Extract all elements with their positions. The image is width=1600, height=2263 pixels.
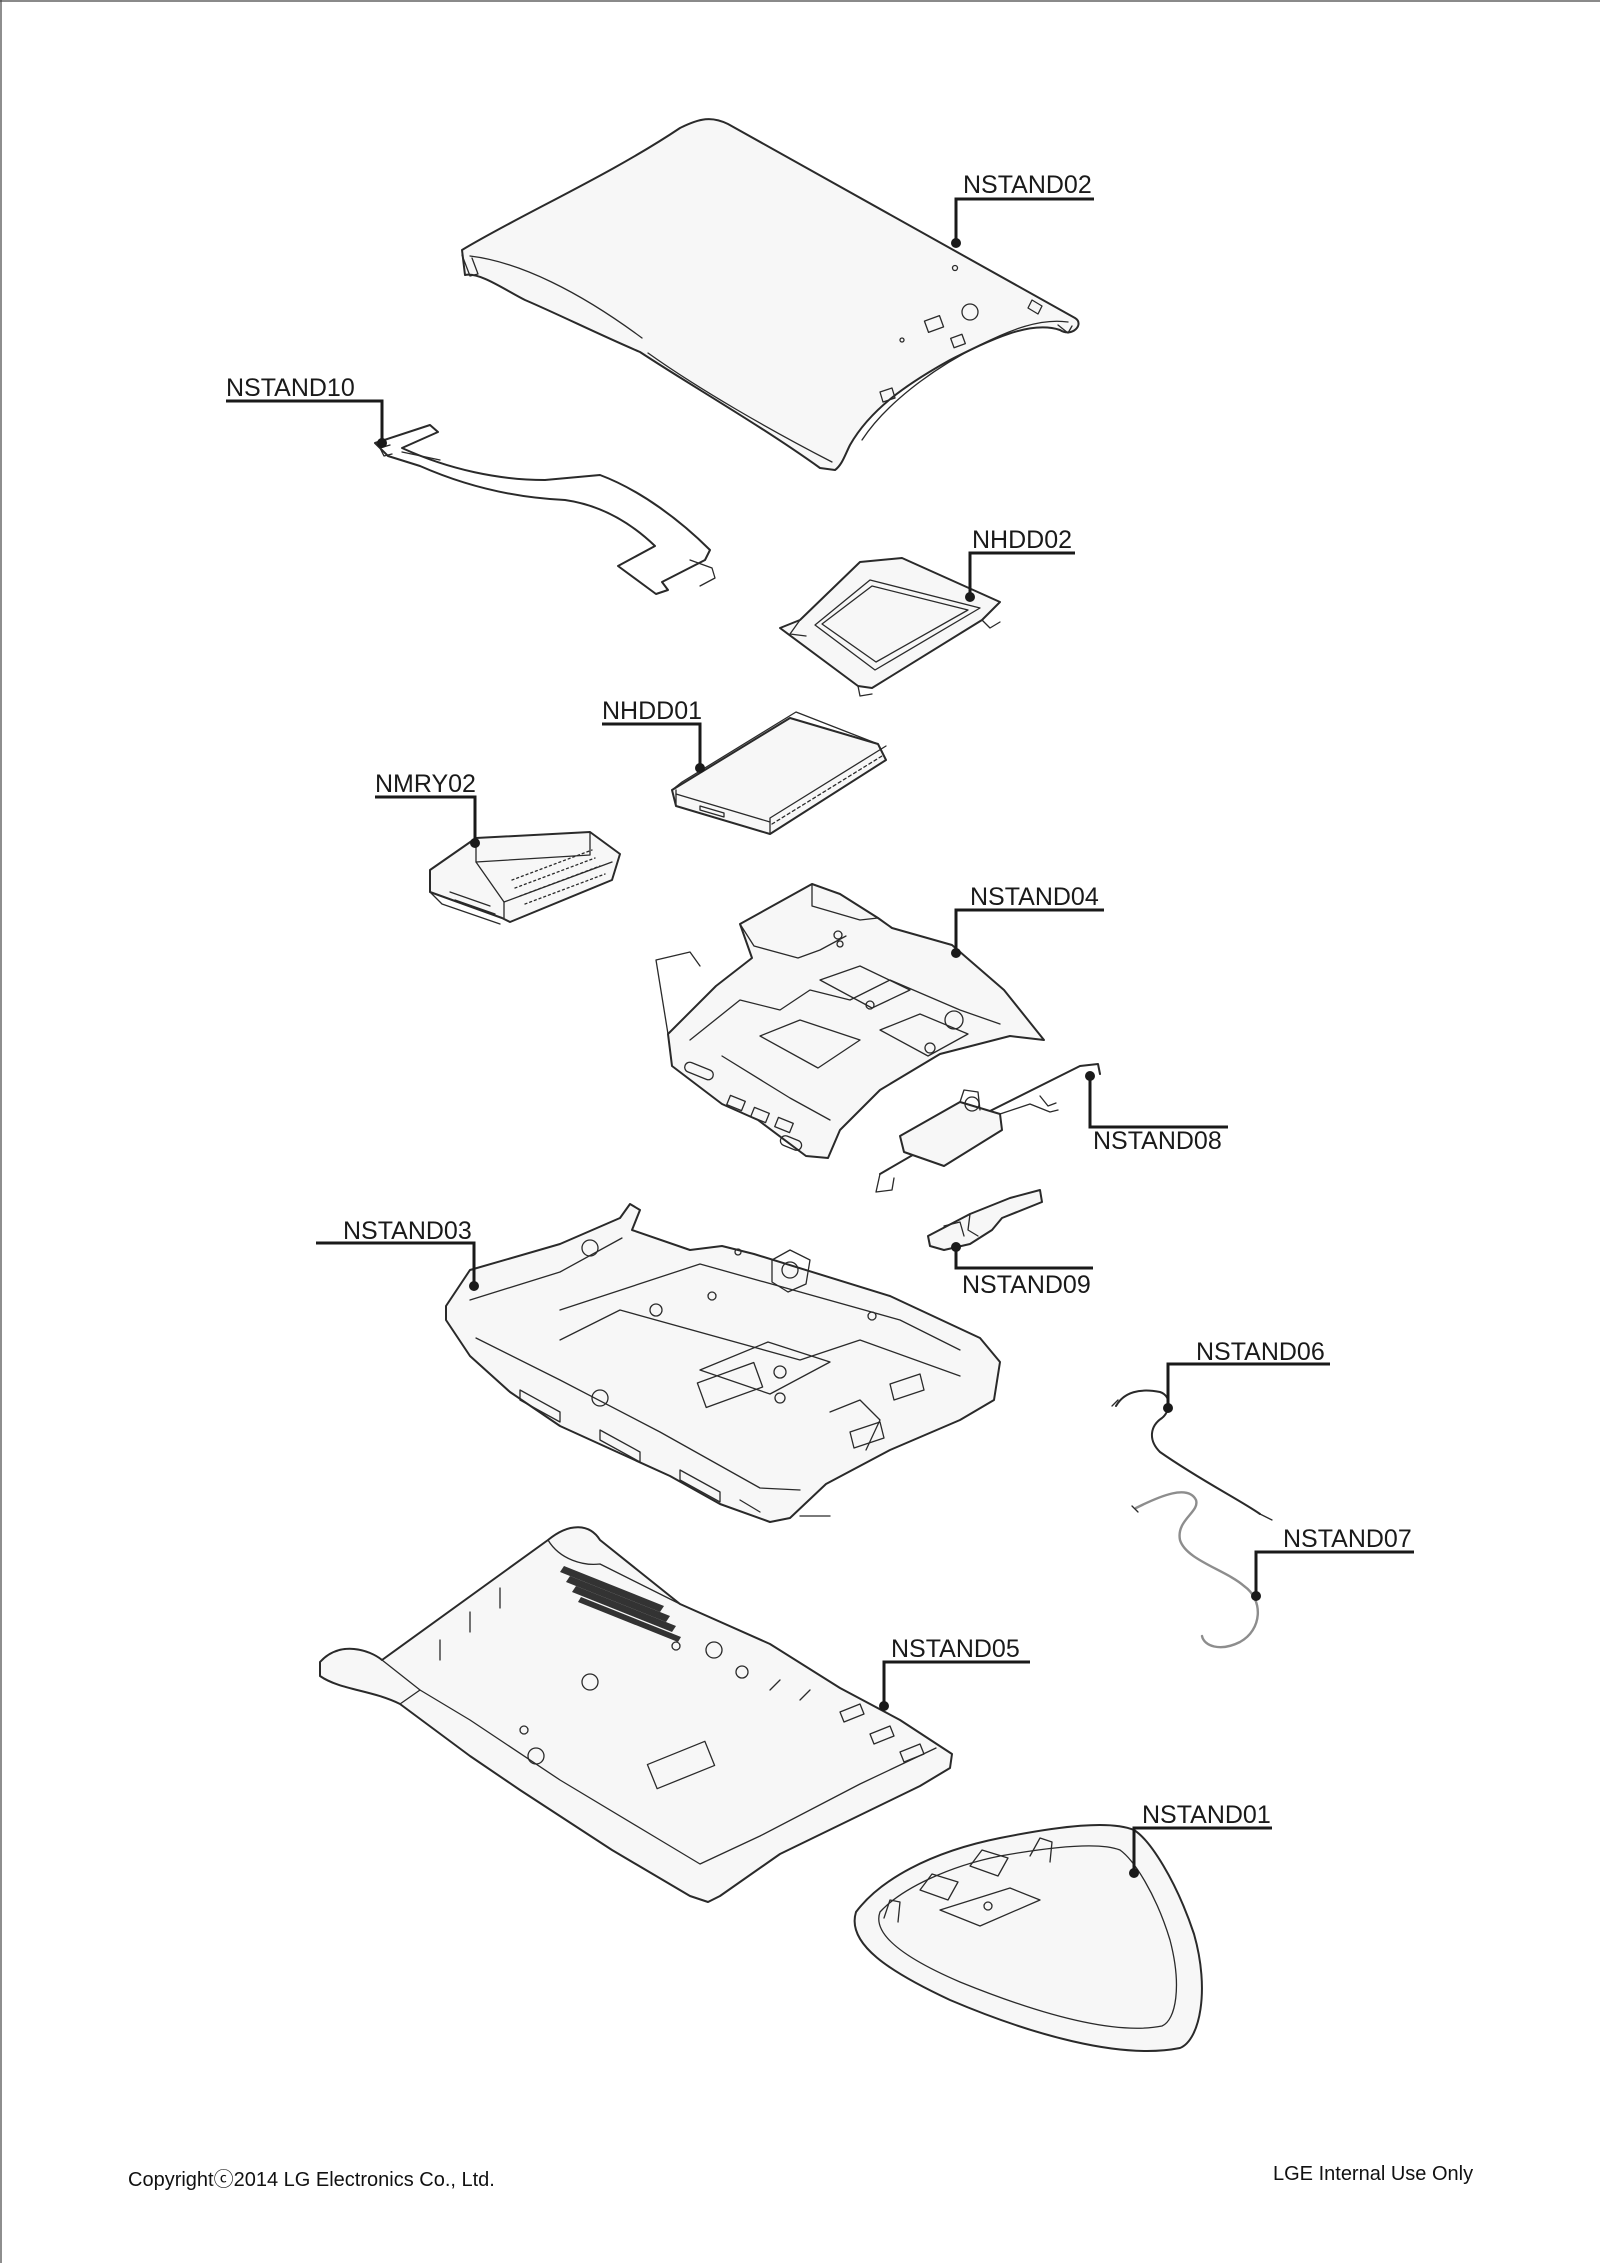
label-nstand02: NSTAND02 [963, 171, 1092, 199]
callout-nhdd02: NHDD02 [965, 526, 1075, 602]
label-nhdd01: NHDD01 [602, 697, 702, 725]
callout-nstand09: NSTAND09 [951, 1242, 1093, 1299]
hdd-bracket-part [779, 557, 1001, 697]
callout-nhdd01: NHDD01 [602, 697, 705, 773]
stand-bracket-part [875, 1063, 1101, 1193]
label-nstand07: NSTAND07 [1283, 1525, 1412, 1553]
callout-nstand05: NSTAND05 [879, 1635, 1030, 1711]
callout-nmry02: NMRY02 [375, 770, 480, 848]
callout-nstand08: NSTAND08 [1085, 1071, 1228, 1155]
label-nstand10: NSTAND10 [226, 374, 355, 402]
copyright-notice: Copyrightⓒ2014 LG Electronics Co., Ltd. [128, 2169, 495, 2191]
callout-nstand10: NSTAND10 [226, 374, 387, 448]
callout-nstand03: NSTAND03 [316, 1217, 479, 1291]
wire-cable-part [1111, 1389, 1273, 1521]
label-nhdd02: NHDD02 [972, 526, 1072, 554]
internal-use-notice: LGE Internal Use Only [1273, 2163, 1474, 2185]
stand-base-part [853, 1823, 1203, 2052]
callout-nstand01: NSTAND01 [1129, 1801, 1272, 1878]
callout-nstand06: NSTAND06 [1163, 1338, 1330, 1413]
callout-nstand07: NSTAND07 [1251, 1525, 1414, 1601]
back-cover-vent [560, 1566, 681, 1642]
label-nstand09: NSTAND09 [962, 1271, 1091, 1299]
top-cover-part [461, 118, 1080, 471]
callout-nstand02: NSTAND02 [951, 171, 1094, 248]
memory-module-part [429, 831, 621, 925]
label-nstand04: NSTAND04 [970, 883, 1099, 911]
label-nstand03: NSTAND03 [343, 1217, 472, 1245]
label-nstand06: NSTAND06 [1196, 1338, 1325, 1366]
label-nmry02: NMRY02 [375, 770, 476, 798]
label-nstand01: NSTAND01 [1142, 1801, 1271, 1829]
hard-drive-part [671, 711, 887, 835]
gray-wire-part [1131, 1491, 1260, 1649]
flex-cable-part [374, 424, 716, 595]
back-cover-part [319, 1526, 953, 1903]
hinge-bracket-part [927, 1189, 1043, 1251]
middle-frame-part [655, 883, 1045, 1159]
label-nstand08: NSTAND08 [1093, 1127, 1222, 1155]
label-nstand05: NSTAND05 [891, 1635, 1020, 1663]
chassis-frame-part [445, 1203, 1001, 1523]
callout-nstand04: NSTAND04 [951, 883, 1104, 958]
